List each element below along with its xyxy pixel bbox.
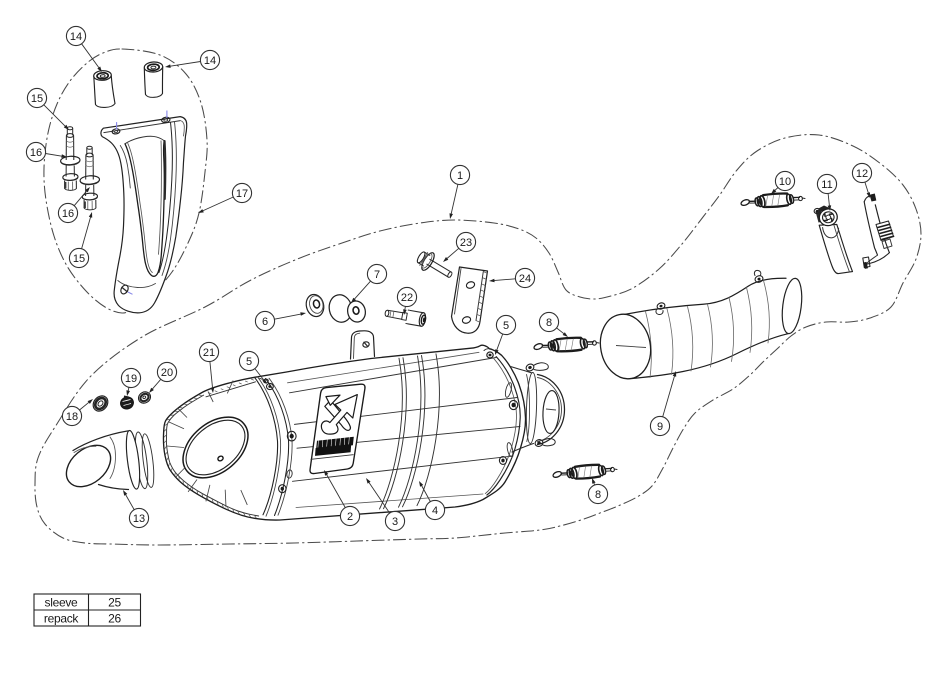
svg-text:sleeve: sleeve	[45, 596, 79, 610]
svg-text:15: 15	[31, 93, 43, 105]
svg-text:15: 15	[73, 253, 85, 265]
svg-text:6: 6	[262, 316, 268, 328]
svg-text:25: 25	[108, 596, 121, 610]
svg-text:4: 4	[432, 505, 438, 517]
svg-text:5: 5	[246, 356, 252, 368]
svg-text:9: 9	[657, 421, 663, 433]
svg-text:8: 8	[595, 489, 601, 501]
svg-text:14: 14	[70, 31, 82, 43]
svg-text:19: 19	[125, 373, 137, 385]
svg-text:8: 8	[546, 317, 552, 329]
svg-text:repack: repack	[44, 612, 80, 626]
svg-text:3: 3	[392, 516, 398, 528]
svg-text:20: 20	[161, 367, 173, 379]
svg-text:12: 12	[856, 168, 868, 180]
svg-text:24: 24	[519, 273, 531, 285]
svg-text:22: 22	[401, 292, 413, 304]
svg-text:2: 2	[347, 511, 353, 523]
svg-text:1: 1	[457, 170, 463, 182]
svg-text:23: 23	[460, 237, 472, 249]
svg-text:11: 11	[821, 179, 832, 191]
svg-text:16: 16	[62, 208, 74, 220]
svg-text:14: 14	[204, 55, 216, 67]
svg-text:21: 21	[203, 347, 215, 359]
svg-text:26: 26	[108, 612, 121, 626]
svg-text:13: 13	[133, 513, 145, 525]
svg-text:5: 5	[503, 320, 509, 332]
svg-text:16: 16	[30, 147, 42, 159]
svg-text:7: 7	[374, 269, 380, 281]
svg-text:17: 17	[236, 188, 248, 200]
svg-text:18: 18	[66, 411, 78, 423]
svg-text:10: 10	[779, 176, 791, 188]
